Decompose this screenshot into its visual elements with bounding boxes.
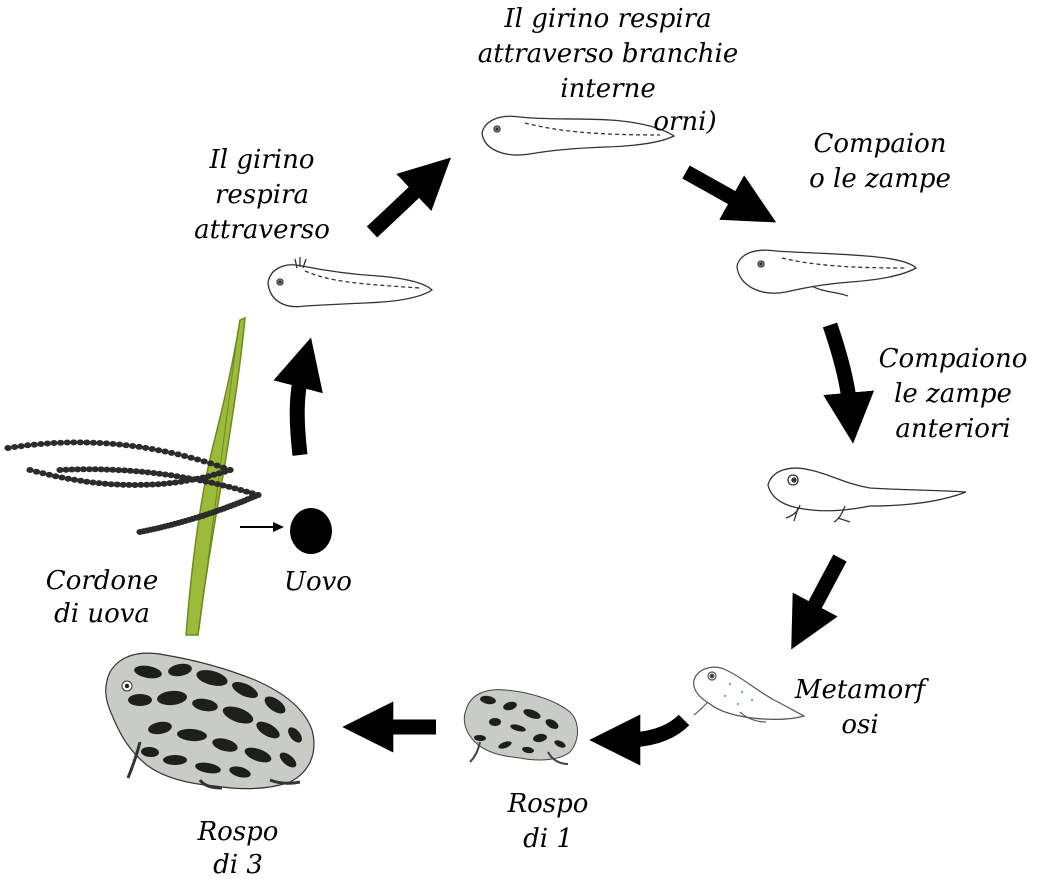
label-tadpole-internal-gills-line3: interne [560, 74, 655, 104]
froglet-metamorphosis-illustration [694, 667, 804, 722]
arrow-hind-legs-to-front-legs [830, 325, 850, 408]
label-tadpole-internal-gills-line2: attraverso branchie [478, 39, 738, 69]
label-hind-legs-line2: o le zampe [809, 164, 951, 194]
egg [290, 508, 332, 554]
tadpole-internal-gills-illustration [482, 116, 674, 155]
arrow-metamorphosis-to-toad-1-year [625, 720, 684, 740]
label-egg-string-line2: di uova [54, 599, 150, 629]
arrow-egg-to-tadpole [297, 372, 302, 455]
arrow-internal-gills-to-hind-legs [686, 172, 745, 205]
label-toad-3-years-line2: di 3 [213, 850, 263, 879]
label-hind-legs-line1: Compaion [813, 129, 946, 159]
label-toad-1-year-line2: di 1 [523, 824, 573, 854]
arrow-tadpole-to-internal-gills [372, 182, 425, 232]
label-front-legs-line2: le zampe [894, 379, 1012, 409]
label-tadpole-external-gills-line3: attraverso [194, 215, 330, 245]
label-front-legs-line1: Compaiono [879, 344, 1028, 374]
label-front-legs-line3: anteriori [895, 414, 1010, 444]
toad-three-years-illustration [106, 653, 314, 788]
label-metamorphosis-line2: osi [841, 710, 878, 740]
arrow-front-legs-to-metamorphosis [808, 558, 840, 618]
toad-one-year-illustration [464, 690, 577, 764]
label-tadpole-external-gills-line2: respira [215, 180, 309, 210]
tadpole-front-legs-illustration [768, 468, 966, 522]
small-arrow-to-egg [240, 522, 284, 532]
label-egg: Uovo [284, 567, 352, 597]
label-egg-string-line1: Cordone [46, 566, 158, 596]
label-tadpole-internal-gills-line4: orni) [653, 107, 716, 137]
label-tadpole-external-gills-line1: Il girino [209, 145, 315, 175]
label-tadpole-internal-gills-line1: Il girino respira [503, 4, 711, 34]
tadpole-hind-legs-illustration [737, 250, 916, 296]
tadpole-external-gills-illustration [268, 257, 432, 307]
label-toad-3-years-line1: Rospo [197, 817, 279, 847]
label-toad-1-year-line1: Rospo [507, 789, 589, 819]
label-metamorphosis-line1: Metamorf [794, 675, 930, 705]
